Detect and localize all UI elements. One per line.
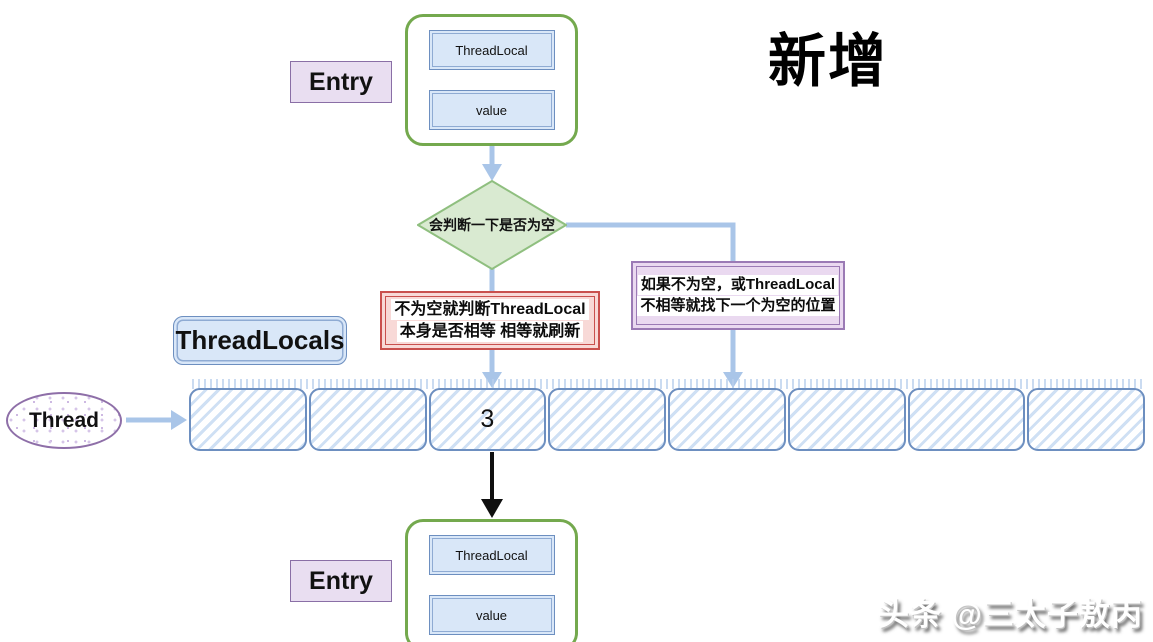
field-threadlocal-top: ThreadLocal [428,30,555,70]
note-red-line1: 不为空就判断ThreadLocal [391,298,589,320]
diamond-shape [417,180,567,270]
array-slot-4 [548,388,666,451]
field-value-bottom: value [428,595,555,635]
arrowhead-down-icon [482,164,502,181]
entry-card-bottom: ThreadLocal value [405,519,578,642]
entry-card-top: ThreadLocal value [405,14,578,146]
entry-label-bottom: Entry [290,560,392,602]
note-red-line2: 本身是否相等 相等就刷新 [396,321,584,343]
array-slot-6 [787,388,906,451]
array-slot-2 [308,388,427,451]
note-purple-line1: 如果不为空，或ThreadLocal [637,275,839,295]
note-not-empty-refresh: 不为空就判断ThreadLocal 本身是否相等 相等就刷新 [380,291,600,350]
array-slot-1 [189,388,307,451]
array-slot-7 [907,388,1026,451]
threadlocals-label: ThreadLocals [173,316,347,365]
array-top-fringe [192,379,1142,389]
field-value-top: value [428,90,555,130]
field-threadlocal-bottom: ThreadLocal [428,535,555,575]
note-find-next-empty: 如果不为空，或ThreadLocal 不相等就找下一个为空的位置 [631,261,845,330]
entry-label-top: Entry [290,61,392,103]
array-slot-8 [1027,388,1145,451]
thread-oval: Thread [6,392,122,449]
decision-diamond: 会判断一下是否为空 [417,180,567,270]
array-slot-3: 3 [428,388,547,451]
page-title: 新增 [768,29,889,94]
arrowhead-right-icon [171,410,187,430]
array-row: 3 [189,388,1145,451]
watermark: 头条 @三太子敖丙 [878,597,1143,632]
black-connector [481,452,503,518]
arrowhead-down-icon [481,499,503,518]
diamond-polygon [417,180,567,270]
array-slot-5 [668,388,786,451]
diamond-label: 会判断一下是否为空 [429,217,555,233]
note-purple-line2: 不相等就找下一个为空的位置 [637,296,839,316]
